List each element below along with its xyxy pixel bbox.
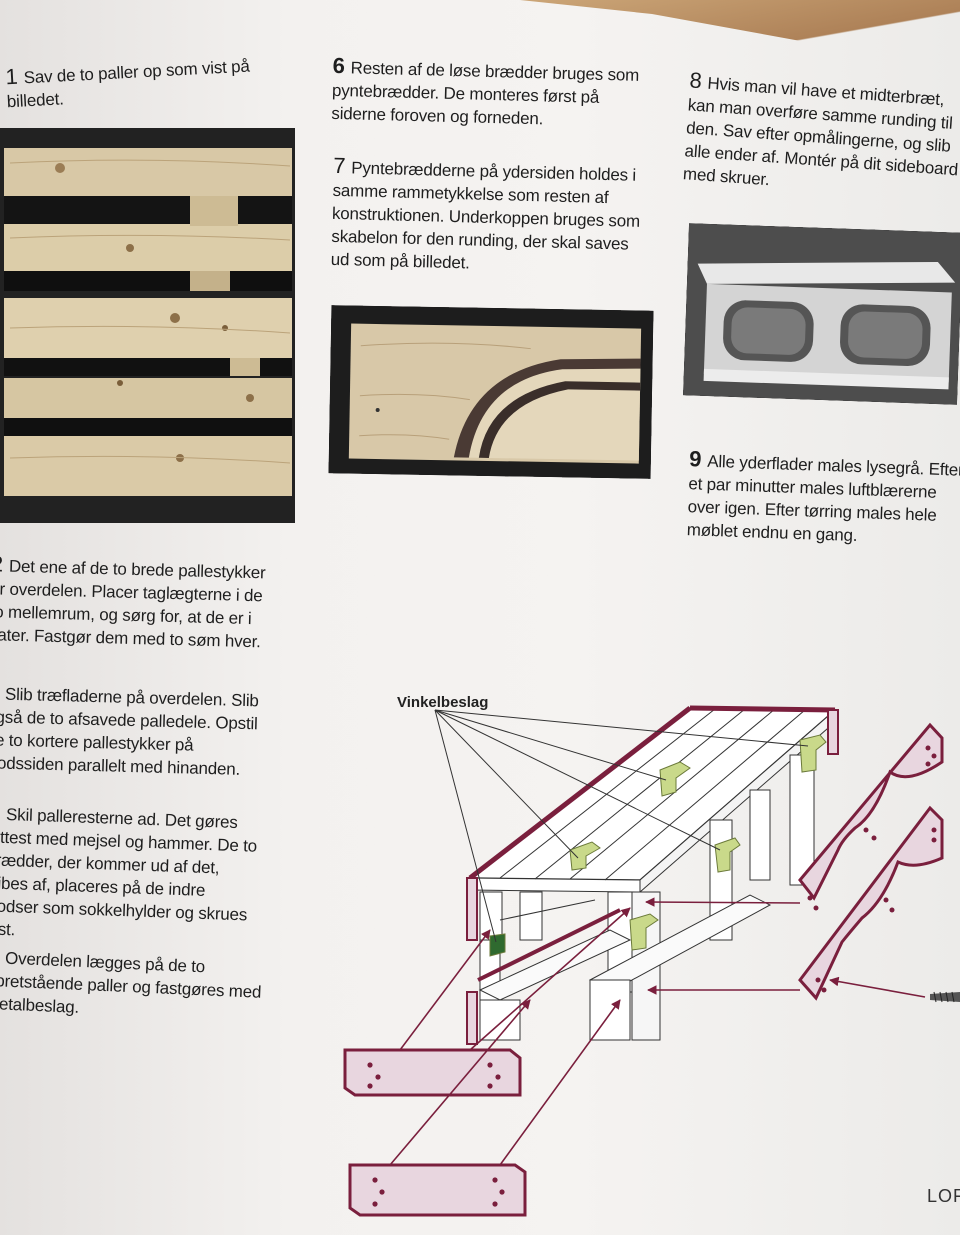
- step-body: Overdelen lægges på de to opretstående p…: [0, 948, 262, 1017]
- step-number: 2: [0, 551, 4, 577]
- step-3-text: 3Slib træfladerne på overdelen. Slib ogs…: [0, 680, 277, 782]
- angle-brackets: [489, 734, 827, 957]
- exploded-sideboard-diagram: [343, 705, 960, 1217]
- step-number: 6: [332, 52, 346, 79]
- side-boards: [798, 722, 944, 1001]
- step-body: Sav de to paller op som vist på billedet…: [6, 56, 251, 112]
- step-body: Slib træfladerne på overdelen. Slib også…: [0, 684, 259, 779]
- photo-rounded-board: [328, 305, 654, 479]
- photo-cut-pallets: [0, 128, 295, 523]
- step-body: Resten af de løse brædder bruges som pyn…: [331, 58, 640, 129]
- diagram-label-vinkelbeslag: Vinkelbeslag: [397, 694, 489, 711]
- step-5-text: 5Overdelen lægges på de to opretstående …: [0, 944, 272, 1027]
- step-number: 4: [0, 799, 1, 824]
- step-number: 1: [4, 63, 19, 90]
- footer-section-mark: LOFT: [927, 1186, 960, 1206]
- step-number: 7: [332, 152, 346, 179]
- step-number: 9: [688, 446, 702, 472]
- photo-finished-sideboard: [683, 223, 960, 405]
- step-body: Skil palleresterne ad. Det gøres lettest…: [0, 804, 258, 940]
- screw-icon: [930, 991, 960, 1003]
- step-4-text: 4Skil palleresterne ad. Det gøres lettes…: [0, 799, 258, 949]
- step-body: Det ene af de to brede pallestykker er o…: [0, 556, 266, 652]
- top-panel: [466, 705, 839, 941]
- label-leaders: [434, 709, 809, 943]
- step-body: Hvis man vil have et midterbræt, kan man…: [682, 73, 959, 190]
- assembly-arrows: [389, 897, 926, 1166]
- front-boards: [343, 1048, 527, 1217]
- step-body: Alle yderflader males lysegrå. Efter et …: [686, 451, 960, 546]
- step-number: 8: [688, 67, 703, 94]
- step-body: Pyntebrædderne på ydersiden holdes i sam…: [330, 158, 641, 273]
